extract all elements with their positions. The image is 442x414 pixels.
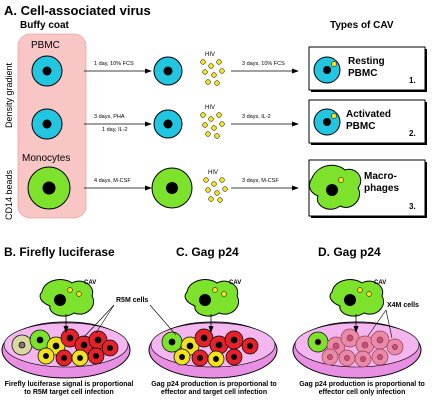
panel-b-cav-cell xyxy=(39,279,115,338)
macrophages-label: Macro- xyxy=(364,171,397,182)
panel-d-cav-cell xyxy=(329,279,393,339)
hiv-virions-3 xyxy=(203,177,228,203)
buffy-coat-label: Buffy coat xyxy=(20,20,69,31)
monocytes-label: Monocytes xyxy=(22,153,71,164)
resting-label: Resting xyxy=(348,56,385,67)
panel-d-cells xyxy=(307,328,404,368)
types-of-cav-label: Types of CAV xyxy=(330,20,394,31)
panel-d-cells-label: X4M cells xyxy=(387,302,419,309)
panel-d-title: D. Gag p24 xyxy=(318,245,381,259)
row2-right-condition: 3 days, IL-2 xyxy=(242,114,271,120)
panel-a-title: A. Cell-associated virus xyxy=(4,3,151,18)
panel-d-caption: Gag p24 production is proportional to ef… xyxy=(299,381,425,396)
row3-right-condition: 3 days, M-CSF xyxy=(242,178,279,184)
row1-left-condition: 1 day, 10% FCS xyxy=(94,61,134,67)
resting-pbmc-box xyxy=(308,46,427,92)
activated-pbmc-label: PBMC xyxy=(346,121,376,132)
panel-b-cells-label: R5M cells xyxy=(116,297,149,304)
macrophages-box xyxy=(308,159,427,218)
hiv-virions-1 xyxy=(200,59,225,86)
hiv-label-1: HIV xyxy=(205,52,216,58)
activated-label: Activated xyxy=(346,109,392,120)
pbmc-cell-1 xyxy=(31,55,63,87)
panel-c-cav-label: CAV xyxy=(229,280,242,286)
row2-left-condition-bottom: 1 day, IL-2 xyxy=(102,127,128,133)
panel-c-cav-cell xyxy=(149,279,239,336)
hiv-virions-2 xyxy=(200,112,225,139)
middle-cell-3 xyxy=(151,167,193,209)
pbmc-label: PBMC xyxy=(31,40,60,51)
panel-c-title: C. Gag p24 xyxy=(176,245,239,259)
panel-b-title: B. Firefly luciferase xyxy=(4,245,115,259)
monocyte-cell xyxy=(27,166,71,210)
panel-c-caption: Gag p24 production is proportional to ef… xyxy=(151,381,277,396)
resting-pbmc-label: PBMC xyxy=(348,68,378,79)
activated-pbmc-box xyxy=(308,99,427,145)
density-gradient-label: Density gradient xyxy=(4,62,14,128)
panel-d-cav-label: CAV xyxy=(374,280,387,286)
panel-b-cav-label: CAV xyxy=(84,280,97,286)
panel-b-caption: Firefly luciferase signal is proportiona… xyxy=(4,381,134,396)
row3-left-condition: 4 days, M-CSF xyxy=(94,178,131,184)
pbmc-cell-2 xyxy=(31,108,63,140)
cd14-beads-label: CD14 beads xyxy=(4,169,14,220)
hiv-label-3: HIV xyxy=(208,170,219,176)
type-number-3: 3. xyxy=(409,202,416,211)
type-number-2: 2. xyxy=(409,129,416,138)
panel-b-cells xyxy=(11,328,119,367)
panel-c-cells xyxy=(161,328,259,368)
row1-right-condition: 3 days, 10% FCS xyxy=(242,61,285,67)
type-number-1: 1. xyxy=(409,76,416,85)
row2-left-condition-top: 3 days, PHA xyxy=(94,114,125,120)
macrophages-label-2: phages xyxy=(364,183,400,194)
hiv-label-2: HIV xyxy=(205,105,216,111)
middle-cell-1 xyxy=(153,56,183,86)
middle-cell-2 xyxy=(153,109,183,139)
